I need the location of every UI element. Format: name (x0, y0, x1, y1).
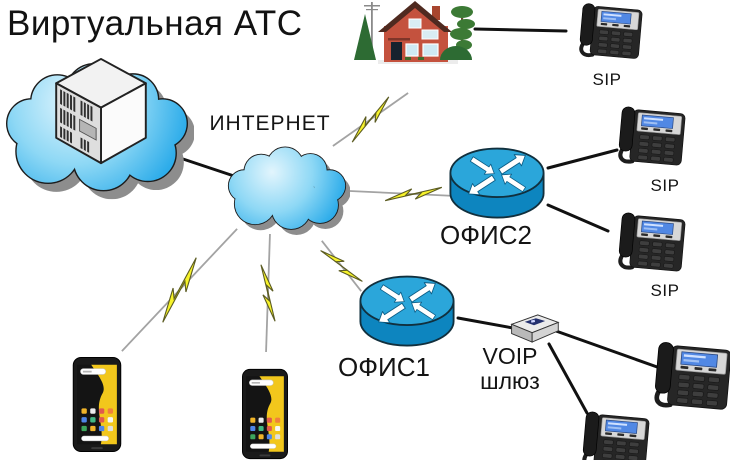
office2-router (444, 143, 550, 225)
mobile-client-left (70, 356, 124, 453)
home-site (344, 0, 476, 68)
desk-phone-icon (651, 337, 730, 418)
internet-cloud (224, 142, 350, 238)
link-house-to-sip-phone (473, 27, 568, 33)
page-title: Виртуальная АТС (7, 4, 303, 43)
voip-gateway (506, 311, 562, 345)
sip-phone-office2-b (615, 204, 689, 282)
desk-phone-icon (576, 0, 646, 69)
link-office1-to-gateway (456, 316, 515, 330)
voip-gateway-label-line2: шлюз (480, 368, 540, 394)
cloud-icon (224, 142, 350, 238)
desk-phone-icon (615, 204, 689, 282)
internet-label: ИНТЕРНЕТ (209, 112, 331, 135)
link-gateway-to-phone-b (547, 342, 589, 415)
link-office2-to-sip-b (546, 203, 610, 233)
sip-label-office2-b: SIP (650, 281, 680, 300)
pbx-server-icon (52, 56, 150, 168)
office1-router (354, 271, 460, 353)
house-icon (344, 0, 476, 68)
desk-phone-icon (579, 404, 653, 460)
sip-label-office2-a: SIP (650, 176, 680, 195)
lightning-bolt-icon (320, 240, 363, 292)
desk-phone-icon (615, 98, 689, 176)
link-gateway-to-phone-a (554, 329, 662, 370)
analog-phone-b (579, 404, 653, 460)
lightning-bolt-icon (332, 92, 409, 147)
sip-phone-home (576, 0, 646, 69)
analog-phone-a (651, 337, 730, 418)
router-icon (354, 271, 460, 353)
link-office2-to-sip-a (546, 148, 619, 170)
smartphone-icon (240, 368, 290, 460)
gateway-box-icon (506, 311, 562, 345)
lightning-bolt-icon (260, 234, 276, 352)
voip-gateway-label: VOIP шлюз (462, 344, 558, 394)
sip-label-home: SIP (592, 70, 622, 89)
lightning-bolt-icon (121, 228, 238, 352)
wireless-links (121, 92, 478, 352)
sip-phone-office2-a (615, 98, 689, 176)
office2-label: ОФИС2 (440, 220, 532, 250)
office1-label: ОФИС1 (338, 352, 430, 382)
smartphone-icon (70, 356, 124, 453)
voip-gateway-label-line1: VOIP (482, 343, 538, 369)
server-icon (52, 56, 150, 168)
router-icon (444, 143, 550, 225)
mobile-client-right (240, 368, 290, 460)
